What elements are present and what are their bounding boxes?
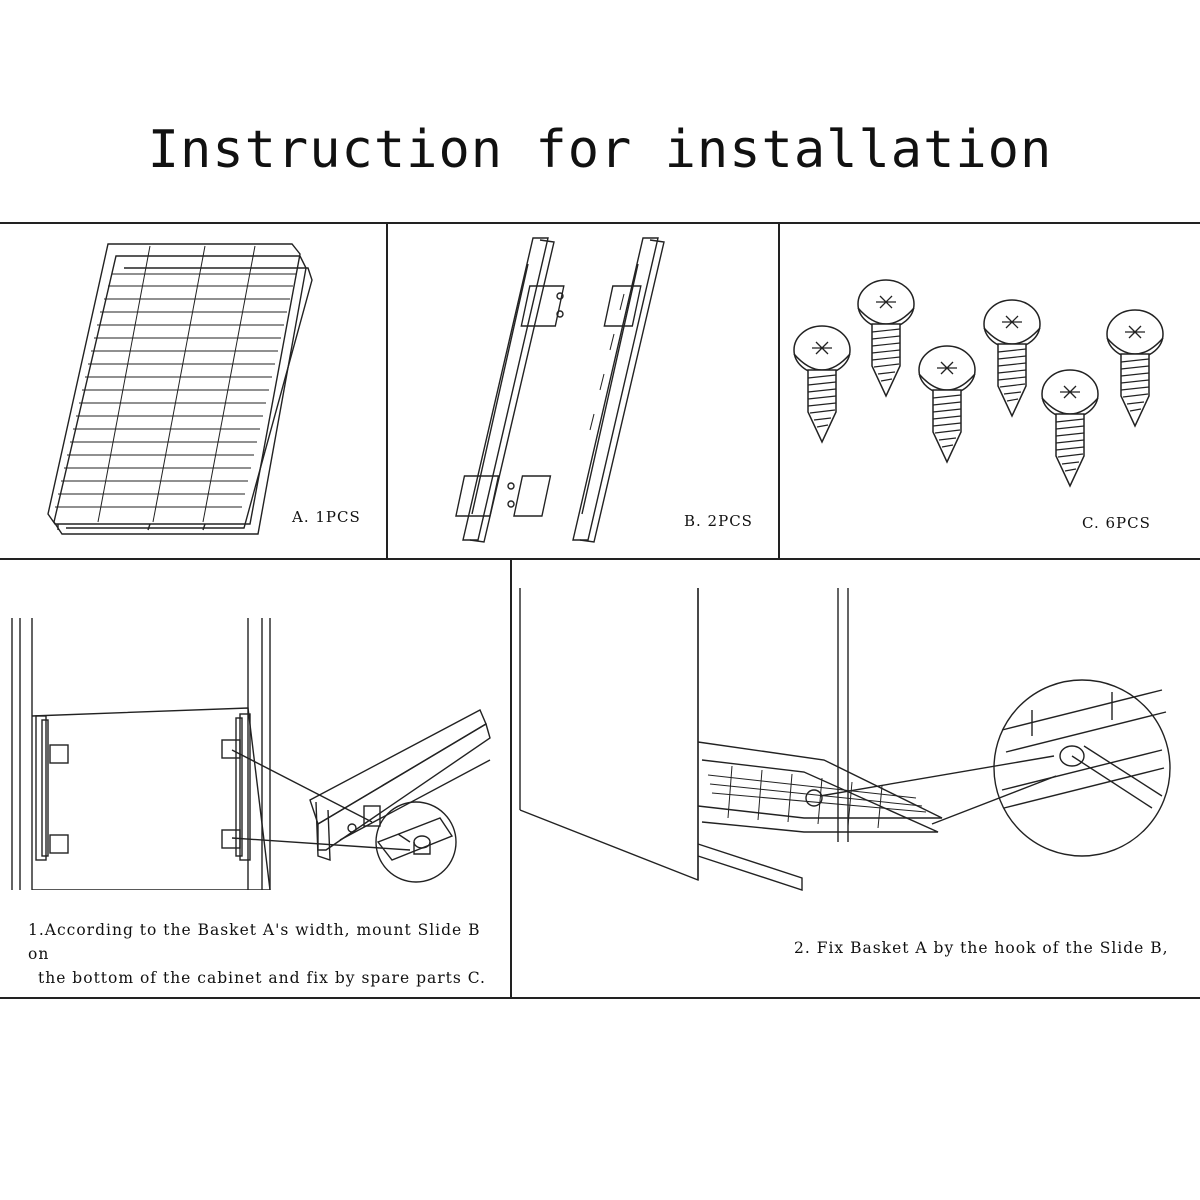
step-2-panel: 2. Fix Basket A by the hook of the Slide… (512, 560, 1200, 996)
divider-middle (0, 558, 1200, 560)
divider-steps (510, 558, 512, 997)
step-1-illustration (11, 618, 491, 890)
divider-top (0, 222, 1200, 224)
screw-2 (857, 279, 915, 397)
divider-bottom (0, 997, 1200, 999)
part-c-label: C. 6PCS (1082, 514, 1151, 532)
part-c-panel: C. 6PCS (780, 224, 1200, 558)
screw-1 (793, 325, 851, 443)
screw-illustration (793, 279, 1164, 487)
slide-illustration (455, 237, 665, 543)
part-a-label: A. 1PCS (292, 508, 361, 526)
part-a-panel: A. 1PCS (0, 224, 384, 558)
screw-6 (1106, 309, 1164, 427)
part-b-label: B. 2PCS (684, 512, 753, 530)
step-1-line-2: the bottom of the cabinet and fix by spa… (38, 969, 486, 987)
screw-4 (983, 299, 1041, 417)
screw-3 (918, 345, 976, 463)
basket-illustration (47, 243, 313, 535)
page-title: Instruction for installation (147, 120, 1053, 180)
step-1-line-1: 1.According to the Basket A's width, mou… (28, 921, 481, 963)
divider-parts-2 (778, 222, 780, 558)
part-b-panel: B. 2PCS (388, 224, 776, 558)
screw-5 (1041, 369, 1099, 487)
step-1-caption: 1.According to the Basket A's width, mou… (28, 918, 504, 990)
divider-parts-1 (386, 222, 388, 558)
step-2-caption: 2. Fix Basket A by the hook of the Slide… (794, 939, 1169, 957)
step-2-illustration (519, 588, 1171, 891)
step-1-panel: 1.According to the Basket A's width, mou… (0, 560, 508, 996)
